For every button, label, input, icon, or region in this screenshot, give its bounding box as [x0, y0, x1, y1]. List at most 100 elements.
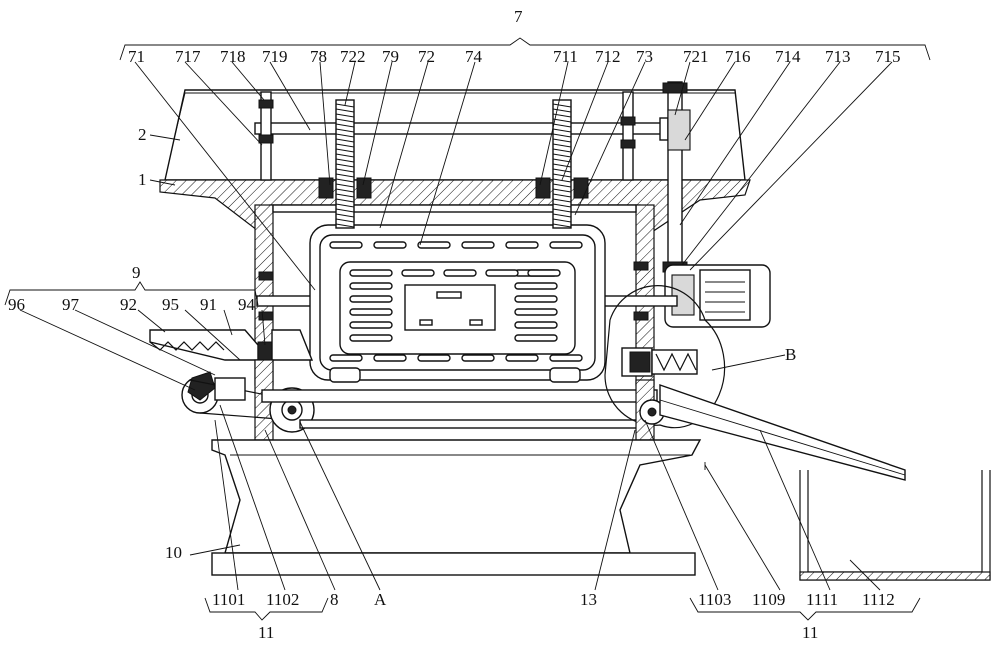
label-B: B	[785, 345, 796, 364]
label-716: 716	[725, 47, 751, 66]
screw-thread	[335, 188, 355, 193]
label-1103: 1103	[698, 590, 731, 609]
screw-thread	[335, 113, 355, 118]
screw-thread	[552, 118, 572, 123]
screw-thread	[552, 128, 572, 133]
label-74: 74	[465, 47, 483, 66]
screen-slot	[349, 282, 393, 290]
screen-slot	[461, 241, 495, 249]
screw-thread	[552, 208, 572, 213]
screen-slot	[329, 241, 363, 249]
screen-slot	[349, 269, 393, 277]
screw-thread	[552, 203, 572, 208]
screen-slot	[417, 354, 451, 362]
screw-threads	[335, 103, 572, 228]
label-711: 711	[553, 47, 578, 66]
screen-slot	[514, 282, 558, 290]
left-assembly	[149, 329, 314, 441]
label-1112: 1112	[862, 590, 895, 609]
screw-thread	[335, 213, 355, 218]
screen-slot	[349, 334, 393, 342]
label-97: 97	[62, 295, 80, 314]
screw-thread	[552, 153, 572, 158]
screen-slot	[527, 269, 561, 277]
collection-box	[799, 470, 991, 581]
screw-thread	[335, 158, 355, 163]
motor	[664, 264, 771, 328]
label-722: 722	[340, 47, 366, 66]
label-1109: 1109	[752, 590, 785, 609]
screen-slot	[349, 295, 393, 303]
label-718: 718	[220, 47, 246, 66]
screw-thread	[552, 213, 572, 218]
screw-thread	[335, 138, 355, 143]
screw-thread	[335, 133, 355, 138]
screw-thread	[552, 158, 572, 163]
screw-thread	[552, 188, 572, 193]
screw-thread	[552, 138, 572, 143]
screw-thread	[335, 163, 355, 168]
screen-slot	[549, 241, 583, 249]
label-715: 715	[875, 47, 901, 66]
screw-thread	[335, 103, 355, 108]
right-assembly	[604, 285, 726, 441]
label-8: 8	[330, 590, 339, 609]
screw-thread	[335, 168, 355, 173]
screen-slot	[373, 241, 407, 249]
label-95: 95	[162, 295, 179, 314]
screen-slot	[329, 354, 363, 362]
screw-thread	[552, 218, 572, 223]
screw-thread	[335, 143, 355, 148]
screen-slot	[549, 354, 583, 362]
upper-shaft	[254, 91, 669, 181]
label-94: 94	[238, 295, 256, 314]
label-1: 1	[138, 170, 147, 189]
screw-thread	[335, 218, 355, 223]
label-72: 72	[418, 47, 435, 66]
screw-thread	[335, 108, 355, 113]
screw-thread	[335, 128, 355, 133]
label-9: 9	[132, 263, 141, 282]
screen-slot	[443, 269, 477, 277]
label-1102: 1102	[266, 590, 299, 609]
screw-thread	[552, 133, 572, 138]
screw-thread	[552, 163, 572, 168]
screw-thread	[552, 198, 572, 203]
label-2: 2	[138, 125, 147, 144]
screw-thread	[552, 148, 572, 153]
screen-slot	[514, 295, 558, 303]
screen-slot	[485, 269, 519, 277]
screw-thread	[335, 208, 355, 213]
screw-thread	[552, 168, 572, 173]
screw-thread	[335, 193, 355, 198]
screw-thread	[552, 123, 572, 128]
screen-slot	[505, 354, 539, 362]
box-feet	[329, 367, 581, 383]
screw-thread	[335, 178, 355, 183]
label-73: 73	[636, 47, 653, 66]
label-7: 7	[514, 7, 523, 26]
label-712: 712	[595, 47, 621, 66]
screen-slot	[401, 269, 435, 277]
label-11-left: 11	[258, 623, 274, 642]
discharge-chute	[659, 384, 906, 481]
screw-thread	[335, 173, 355, 178]
screw-thread	[335, 153, 355, 158]
screen-slots	[329, 241, 583, 362]
screen-slot	[349, 321, 393, 329]
part-labels: 7 71 717 718 719 78 722 79 72 74 711 712…	[8, 7, 901, 642]
screen-slot	[461, 354, 495, 362]
label-1101: 1101	[212, 590, 245, 609]
screw-thread	[335, 198, 355, 203]
screw-thread	[552, 178, 572, 183]
label-92: 92	[120, 295, 137, 314]
label-71: 71	[128, 47, 145, 66]
screen-slot	[514, 334, 558, 342]
screw-thread	[552, 108, 572, 113]
screen-slot	[514, 308, 558, 316]
screw-thread	[552, 103, 572, 108]
screw-thread	[335, 203, 355, 208]
housing-frame	[254, 204, 655, 386]
screen-slot	[373, 354, 407, 362]
